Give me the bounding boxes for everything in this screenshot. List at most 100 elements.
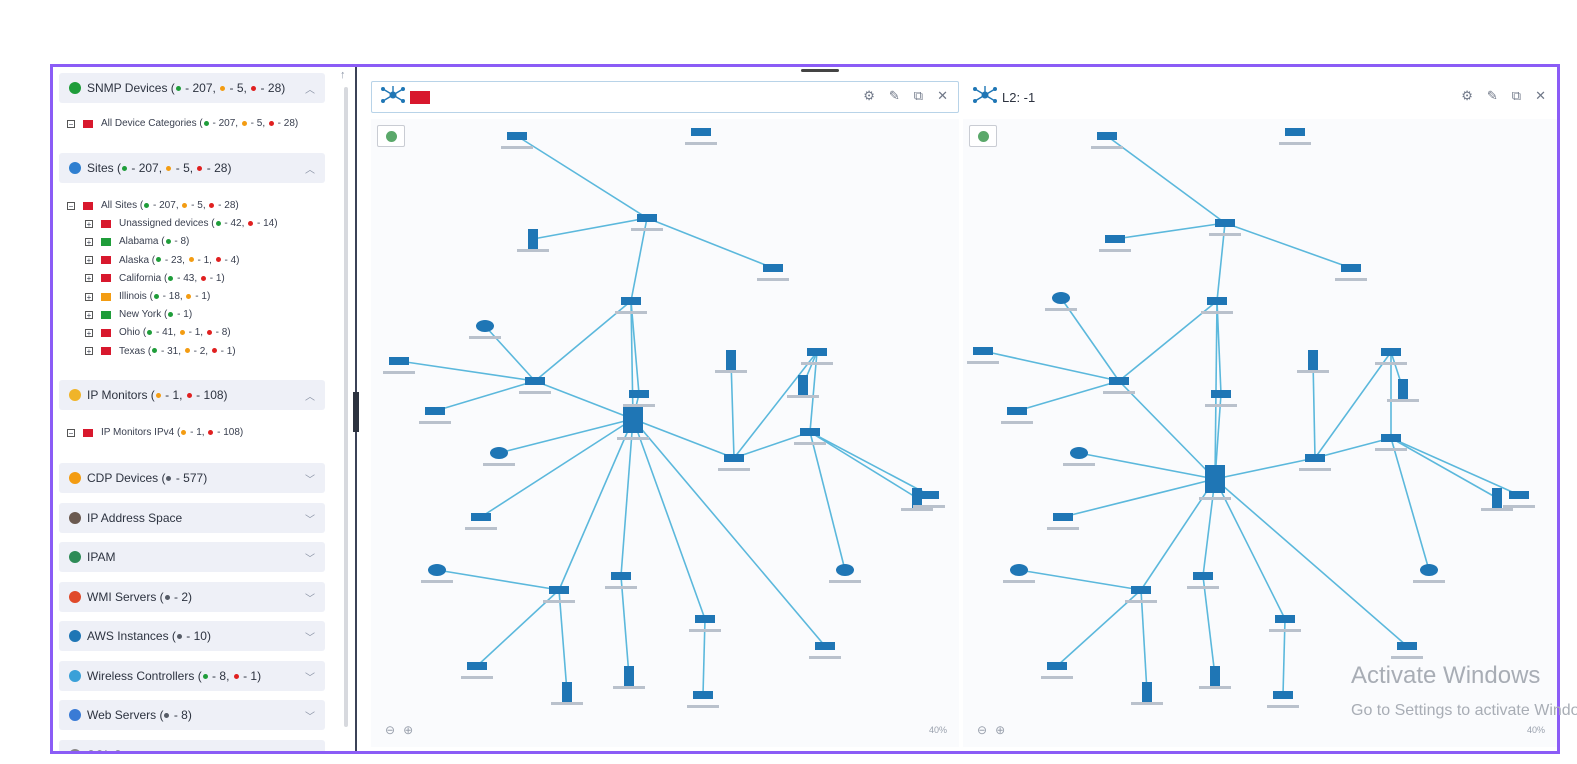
network-link[interactable]	[1118, 300, 1218, 382]
tree-item[interactable]: −All Device Categories ( - 207, - 5, - 2…	[67, 118, 298, 129]
network-device-node[interactable]	[809, 642, 841, 659]
topology-canvas[interactable]: ⊖ ⊕ 40%	[963, 119, 1557, 747]
network-device-node[interactable]	[685, 128, 717, 145]
expand-toggle-icon[interactable]: +	[85, 274, 93, 284]
expand-toggle-icon[interactable]: +	[85, 310, 93, 320]
network-link[interactable]	[733, 351, 818, 459]
sidebar-section-ip-address-space[interactable]: IP Address Space﹀	[59, 503, 325, 533]
splitter-handle[interactable]	[353, 392, 359, 432]
sidebar-section-snmp-devices[interactable]: SNMP Devices ( - 207, - 5, - 28)︿	[59, 73, 325, 103]
network-link[interactable]	[1214, 478, 1408, 647]
sidebar-section-aws-instances[interactable]: AWS Instances ( - 10)﹀	[59, 621, 325, 651]
chevron-down-icon[interactable]: ﹀	[305, 554, 315, 565]
network-link[interactable]	[1314, 437, 1392, 459]
network-link[interactable]	[516, 135, 648, 219]
chevron-down-icon[interactable]: ﹀	[305, 515, 315, 526]
globe-button[interactable]	[377, 125, 405, 147]
tree-item[interactable]: +Alaska ( - 23, - 1, - 4)	[85, 255, 240, 266]
network-link[interactable]	[809, 431, 918, 499]
network-link[interactable]	[620, 418, 634, 577]
server-node[interactable]	[517, 229, 549, 252]
chevron-down-icon[interactable]: ﹀	[305, 594, 315, 605]
network-device-node[interactable]	[631, 214, 663, 231]
topology-canvas[interactable]: ⊖ ⊕ 40%	[371, 119, 959, 747]
settings-gear-icon[interactable]: ⚙	[1461, 88, 1473, 103]
network-device-node[interactable]	[1279, 128, 1311, 145]
expand-toggle-icon[interactable]: −	[67, 201, 75, 211]
network-device-node[interactable]	[1047, 513, 1079, 530]
network-link[interactable]	[1312, 359, 1316, 459]
sidebar-section-web-servers[interactable]: Web Servers ( - 8)﹀	[59, 700, 325, 730]
network-device-node[interactable]	[1299, 454, 1331, 471]
expand-toggle-icon[interactable]: −	[67, 428, 75, 438]
server-node[interactable]	[1387, 379, 1419, 402]
zoom-in-icon[interactable]: ⊕	[995, 723, 1006, 737]
network-link[interactable]	[1216, 300, 1222, 395]
network-link[interactable]	[480, 418, 634, 518]
settings-gear-icon[interactable]: ⚙	[863, 88, 875, 103]
network-device-node[interactable]	[1063, 447, 1095, 466]
network-link[interactable]	[1016, 380, 1120, 412]
network-link[interactable]	[1202, 575, 1216, 677]
network-link[interactable]	[558, 418, 634, 591]
tree-item[interactable]: −All Sites ( - 207, - 5, - 28)	[67, 200, 239, 211]
network-link[interactable]	[809, 431, 930, 496]
sidebar-section-sql-servers[interactable]: SQL Servers﹀	[59, 740, 325, 751]
chevron-down-icon[interactable]: ﹀	[305, 673, 315, 684]
network-link[interactable]	[532, 217, 648, 240]
network-device-node[interactable]	[1503, 491, 1535, 508]
network-device-node[interactable]	[1103, 377, 1135, 394]
scroll-up-arrow-icon[interactable]: ↑	[340, 69, 346, 81]
network-link[interactable]	[809, 431, 846, 571]
network-link[interactable]	[1390, 437, 1520, 496]
network-link[interactable]	[630, 300, 634, 420]
network-device-node[interactable]	[1209, 219, 1241, 236]
tree-item[interactable]: +Texas ( - 31, - 2, - 1)	[85, 346, 236, 357]
core-switch-node[interactable]	[1199, 465, 1231, 500]
popout-window-icon[interactable]: ⧉	[1511, 88, 1522, 103]
network-device-node[interactable]	[1201, 297, 1233, 314]
network-device-node[interactable]	[419, 407, 451, 424]
network-link[interactable]	[1390, 437, 1498, 499]
network-link[interactable]	[1018, 569, 1142, 591]
server-node[interactable]	[1481, 488, 1513, 511]
network-link[interactable]	[1214, 393, 1222, 480]
network-device-node[interactable]	[461, 662, 493, 679]
network-link[interactable]	[632, 418, 706, 620]
network-device-node[interactable]	[501, 132, 533, 149]
server-node[interactable]	[901, 488, 933, 511]
chevron-up-icon[interactable]: ︿	[305, 165, 315, 176]
network-link[interactable]	[1202, 478, 1216, 577]
network-device-node[interactable]	[1099, 235, 1131, 252]
tree-item[interactable]: +Unassigned devices ( - 42, - 14)	[85, 218, 278, 229]
network-link[interactable]	[498, 418, 634, 454]
network-link[interactable]	[809, 351, 818, 433]
network-link[interactable]	[630, 300, 640, 395]
topology-graph[interactable]	[371, 119, 959, 747]
network-link[interactable]	[434, 380, 536, 412]
core-switch-node[interactable]	[617, 405, 649, 440]
network-device-node[interactable]	[615, 297, 647, 314]
network-link[interactable]	[1140, 589, 1148, 693]
network-device-node[interactable]	[689, 615, 721, 632]
network-link[interactable]	[484, 325, 536, 382]
network-link[interactable]	[1118, 380, 1216, 480]
expand-toggle-icon[interactable]: +	[85, 292, 93, 302]
network-device-node[interactable]	[1375, 434, 1407, 451]
expand-toggle-icon[interactable]: +	[85, 347, 93, 357]
network-device-node[interactable]	[1091, 132, 1123, 149]
network-device-node[interactable]	[1413, 564, 1445, 583]
network-link[interactable]	[1214, 457, 1316, 480]
network-link[interactable]	[1106, 135, 1226, 224]
network-link[interactable]	[1062, 478, 1216, 518]
network-link[interactable]	[646, 217, 774, 269]
server-node[interactable]	[715, 350, 747, 373]
expand-toggle-icon[interactable]: +	[85, 237, 93, 247]
chevron-down-icon[interactable]: ﹀	[305, 748, 315, 751]
network-device-node[interactable]	[967, 347, 999, 364]
network-device-node[interactable]	[1269, 615, 1301, 632]
network-device-node[interactable]	[1125, 586, 1157, 603]
network-device-node[interactable]	[687, 691, 719, 708]
pin-icon[interactable]: ✎	[888, 88, 900, 103]
server-node[interactable]	[1297, 350, 1329, 373]
